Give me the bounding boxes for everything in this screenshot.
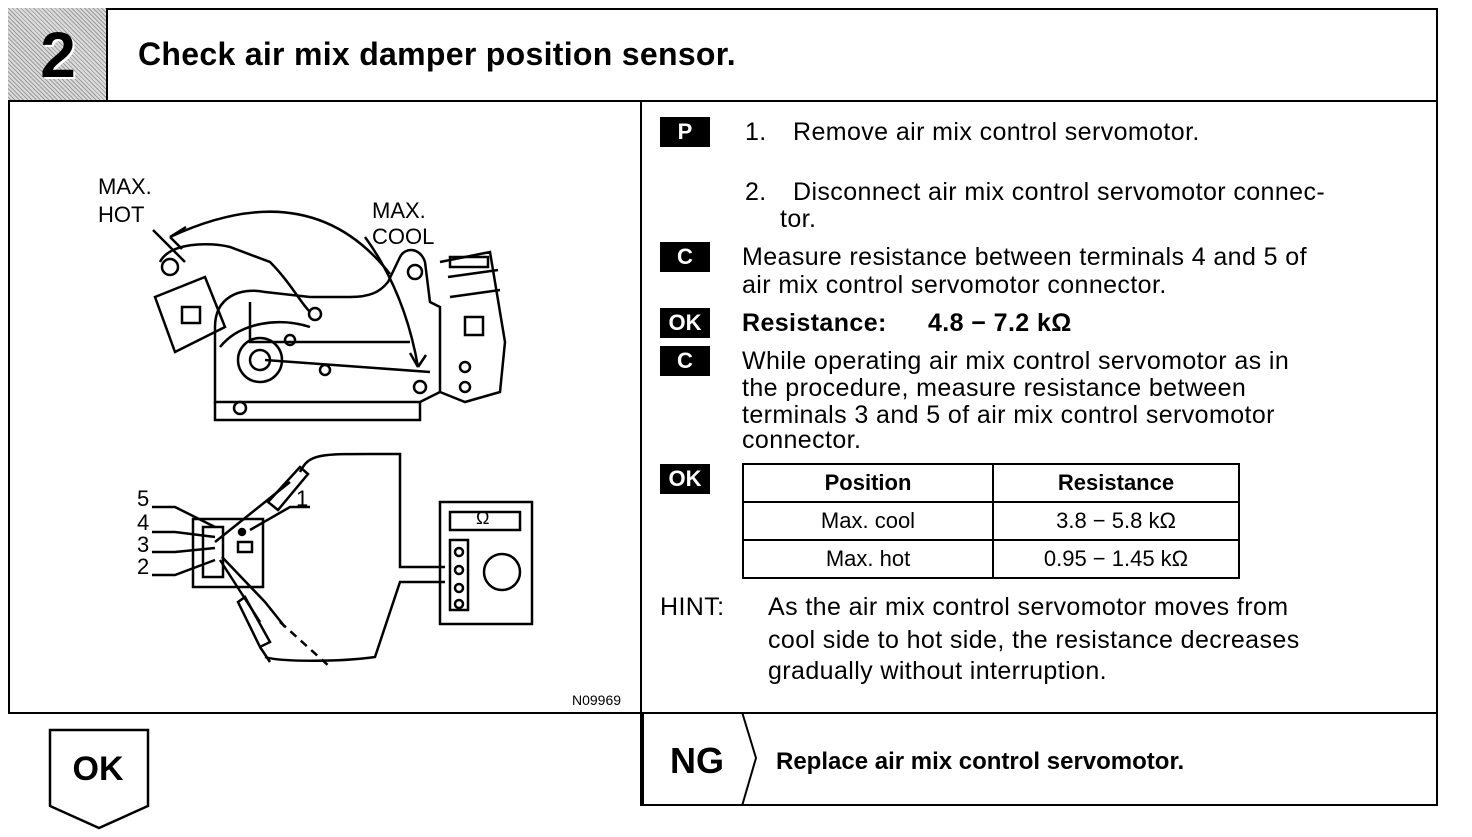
table-row: Max. hot 0.95 − 1.45 kΩ bbox=[742, 539, 1240, 579]
ng-chevron bbox=[741, 712, 758, 806]
label-max-cool-1: MAX. bbox=[372, 198, 426, 223]
ok-result-box: OK bbox=[48, 728, 152, 837]
servomotor-figure: MAX. HOT MAX. COOL 5 4 3 2 1 Ω N09969 bbox=[10, 102, 640, 712]
step-1-text: Remove air mix control servomotor. bbox=[793, 118, 1200, 146]
hint-line3: gradually without interruption. bbox=[768, 657, 1107, 685]
ng-label: NG bbox=[670, 740, 724, 781]
resistance-table: Position Resistance Max. cool 3.8 − 5.8 … bbox=[742, 463, 1240, 579]
column-divider bbox=[640, 100, 642, 806]
ok-arrow-shape bbox=[48, 728, 150, 830]
ok-1-value: 4.8 − 7.2 kΩ bbox=[928, 309, 1072, 337]
hint-label: HINT: bbox=[660, 593, 725, 621]
step-number: 2 bbox=[40, 19, 76, 91]
ok-1-label: Resistance: bbox=[742, 309, 887, 337]
table-header-position: Position bbox=[742, 463, 994, 503]
check-2-line4: connector. bbox=[742, 426, 862, 454]
step-1-number: 1. bbox=[745, 118, 767, 146]
badge-check-2: C bbox=[660, 346, 710, 376]
terminal-label-4: 4 bbox=[137, 510, 150, 535]
badge-ok-2: OK bbox=[660, 464, 710, 494]
table-row: Max. cool 3.8 − 5.8 kΩ bbox=[742, 501, 1240, 541]
step-2-text-line1: Disconnect air mix control servomotor co… bbox=[793, 178, 1326, 206]
ng-action: Replace air mix control servomotor. bbox=[776, 748, 1185, 775]
badge-check-1: C bbox=[660, 242, 710, 272]
terminal-label-1: 1 bbox=[296, 486, 309, 511]
step-number-box bbox=[8, 8, 108, 102]
terminal-label-2: 2 bbox=[137, 554, 150, 579]
check-1-line1: Measure resistance between terminals 4 a… bbox=[742, 243, 1307, 271]
servomotor-diagram bbox=[152, 210, 534, 668]
table-header-resistance: Resistance bbox=[992, 463, 1240, 503]
step-2-text-line2: tor. bbox=[780, 205, 817, 233]
label-max-hot-2: HOT bbox=[98, 202, 145, 227]
figure-code: N09969 bbox=[572, 692, 622, 708]
check-2-line1: While operating air mix control servomot… bbox=[742, 347, 1290, 375]
ohm-symbol: Ω bbox=[476, 508, 490, 528]
check-2-line3: terminals 3 and 5 of air mix control ser… bbox=[742, 401, 1275, 429]
table-cell: 3.8 − 5.8 kΩ bbox=[992, 501, 1240, 541]
badge-preparation: P bbox=[660, 117, 710, 147]
check-2-line2: the procedure, measure resistance betwee… bbox=[742, 374, 1247, 402]
rotation-arc bbox=[169, 210, 391, 275]
ok-label: OK bbox=[72, 750, 124, 788]
terminal-label-5: 5 bbox=[137, 486, 150, 511]
terminal-label-3: 3 bbox=[137, 532, 150, 557]
table-cell: Max. hot bbox=[742, 539, 994, 579]
ng-result-box: NG Replace air mix control servomotor. bbox=[642, 712, 1438, 806]
page-title: Check air mix damper position sensor. bbox=[138, 36, 736, 72]
label-max-hot-1: MAX. bbox=[98, 174, 152, 199]
hint-line2: cool side to hot side, the resistance de… bbox=[768, 626, 1300, 654]
table-cell: 0.95 − 1.45 kΩ bbox=[992, 539, 1240, 579]
badge-ok-1: OK bbox=[660, 308, 710, 338]
check-1-line2: air mix control servomotor connector. bbox=[742, 271, 1167, 299]
hint-line1: As the air mix control servomotor moves … bbox=[768, 593, 1289, 621]
table-cell: Max. cool bbox=[742, 501, 994, 541]
step-2-number: 2. bbox=[745, 178, 767, 206]
table-header-row: Position Resistance bbox=[742, 463, 1240, 503]
label-max-cool-2: COOL bbox=[372, 224, 435, 249]
